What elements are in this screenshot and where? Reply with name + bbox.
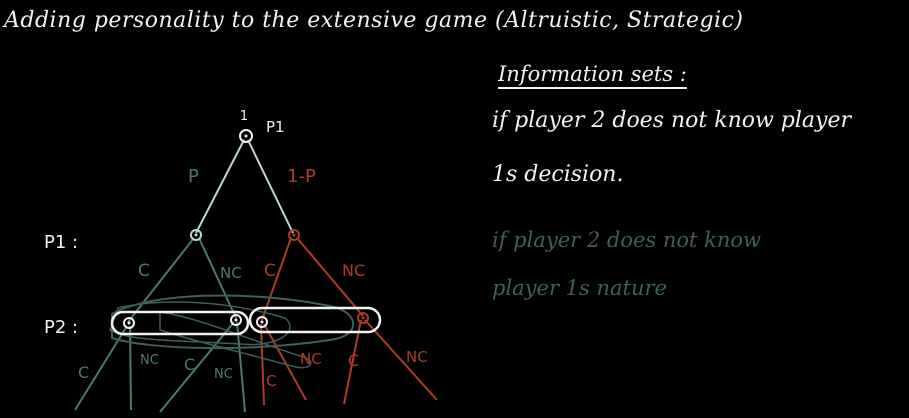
info-set-loop-faded-2 <box>109 301 291 346</box>
label-left-nc: NC <box>220 264 242 282</box>
info-set-loop-faded-3 <box>159 311 312 369</box>
root-node <box>239 129 253 143</box>
leaf-label-5: C <box>266 372 276 390</box>
edge-root-left <box>195 139 245 234</box>
root-label: 1 <box>240 109 248 124</box>
level1-player-label: P1 : <box>44 232 78 253</box>
leaf-label-4: NC <box>214 367 233 382</box>
edge-leaf-8 <box>364 319 438 401</box>
note-1-line-1: if player 2 does not know player <box>492 108 852 133</box>
leaf-label-2: NC <box>140 353 159 368</box>
edge-leaf-4 <box>236 321 246 413</box>
node-level1-right <box>288 229 300 241</box>
node-level2-2 <box>230 314 242 326</box>
note-1-line-2: 1s decision. <box>492 162 624 187</box>
node-level2-3 <box>256 316 268 328</box>
edge-leaf-2 <box>129 325 132 411</box>
page-title: Adding personality to the extensive game… <box>4 8 744 33</box>
note-2-line-1: if player 2 does not know <box>492 228 762 252</box>
info-set-right <box>248 306 382 334</box>
edge-leaf-7 <box>343 319 362 405</box>
edge-leaf-5 <box>260 323 265 406</box>
edge-leaf-3 <box>159 321 235 413</box>
leaf-label-3: C <box>184 355 195 374</box>
node-level2-1 <box>123 317 135 329</box>
node-level2-4 <box>357 312 369 324</box>
leaf-label-7: C <box>348 351 359 370</box>
branch-right-label: 1-P <box>287 166 316 187</box>
edge-left-c <box>127 237 195 323</box>
leaf-label-8: NC <box>406 348 428 366</box>
leaf-label-6: NC <box>300 350 322 368</box>
root-player-label: P1 <box>266 118 285 136</box>
info-set-loop-faded-1 <box>111 294 355 350</box>
label-left-c: C <box>138 261 150 281</box>
info-set-left <box>110 310 250 336</box>
edge-left-nc <box>198 237 237 319</box>
level2-player-label: P2 : <box>44 317 78 338</box>
edge-leaf-6 <box>263 323 307 401</box>
information-sets-heading: Information sets : <box>498 62 687 86</box>
label-right-nc: NC <box>342 261 365 280</box>
leaf-label-1: C <box>78 363 89 382</box>
branch-left-label: P <box>188 166 199 187</box>
node-level1-left <box>190 229 202 241</box>
edge-root-right <box>247 139 294 234</box>
edge-right-c <box>261 237 292 321</box>
edge-right-nc <box>296 237 364 317</box>
note-2-line-2: player 1s nature <box>492 276 667 300</box>
label-right-c: C <box>264 261 276 281</box>
